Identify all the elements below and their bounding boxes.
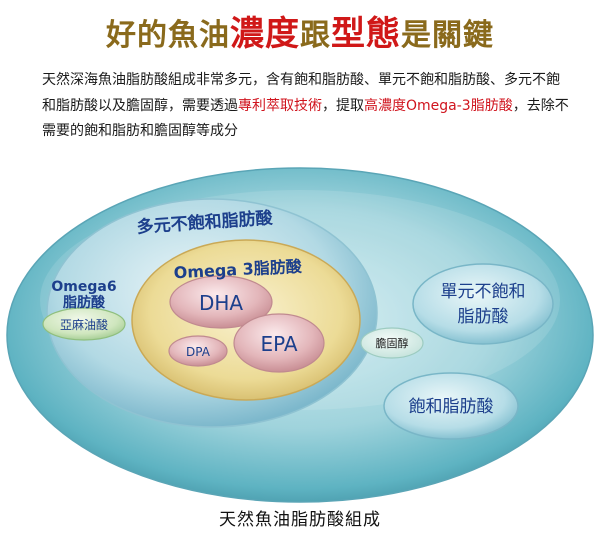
intro-highlight-patented-extraction: 專利萃取技術 <box>238 97 322 114</box>
sfa-label: 飽和脂肪酸 <box>409 397 494 417</box>
omega6-label-line1: Omega6 <box>51 279 116 295</box>
title-part-2: 跟 <box>300 18 331 53</box>
sfa-bubble <box>383 372 519 440</box>
mufa-bubble <box>412 263 554 345</box>
dpa-bubble <box>168 335 228 367</box>
intro-paragraph: 天然深海魚油脂肪酸組成非常多元，含有飽和脂肪酸、單元不飽和脂肪酸、多元不飽和脂肪… <box>42 68 570 145</box>
dpa-label: DPA <box>186 345 211 359</box>
mufa-label-line1: 單元不飽和 <box>441 282 526 302</box>
page-title: 好的魚油濃度跟型態是關鍵 <box>0 6 600 55</box>
intro-text-1: 天然深海魚油脂肪酸組成非常多元，含有飽和脂肪酸、單元不飽和脂肪酸、多元不飽和脂肪… <box>42 72 560 114</box>
epa-bubble <box>233 313 325 373</box>
title-highlight-form: 型態 <box>331 14 401 54</box>
mufa-label-line2: 脂肪酸 <box>458 307 509 327</box>
title-highlight-concentration: 濃度 <box>230 14 300 54</box>
linoleic-acid-bubble <box>42 307 126 341</box>
dha-label: DHA <box>199 291 243 315</box>
cholesterol-bubble <box>360 327 424 359</box>
linoleic-acid-label: 亞麻油酸 <box>60 317 108 332</box>
epa-label: EPA <box>260 332 297 356</box>
diagram-caption: 天然魚油脂肪酸組成 <box>219 510 381 530</box>
title-part-1: 好的魚油 <box>106 18 230 53</box>
title-part-3: 是關鍵 <box>401 18 494 53</box>
dha-bubble <box>169 275 273 329</box>
omega6-label-line2: 脂肪酸 <box>62 294 106 311</box>
cholesterol-label: 膽固醇 <box>376 336 409 350</box>
intro-text-2: ，提取 <box>322 97 364 114</box>
intro-text-3: ，去除不需要的飽和脂肪和膽固醇等成分 <box>42 97 569 140</box>
intro-highlight-omega3: 高濃度Omega-3脂肪酸 <box>364 97 513 114</box>
